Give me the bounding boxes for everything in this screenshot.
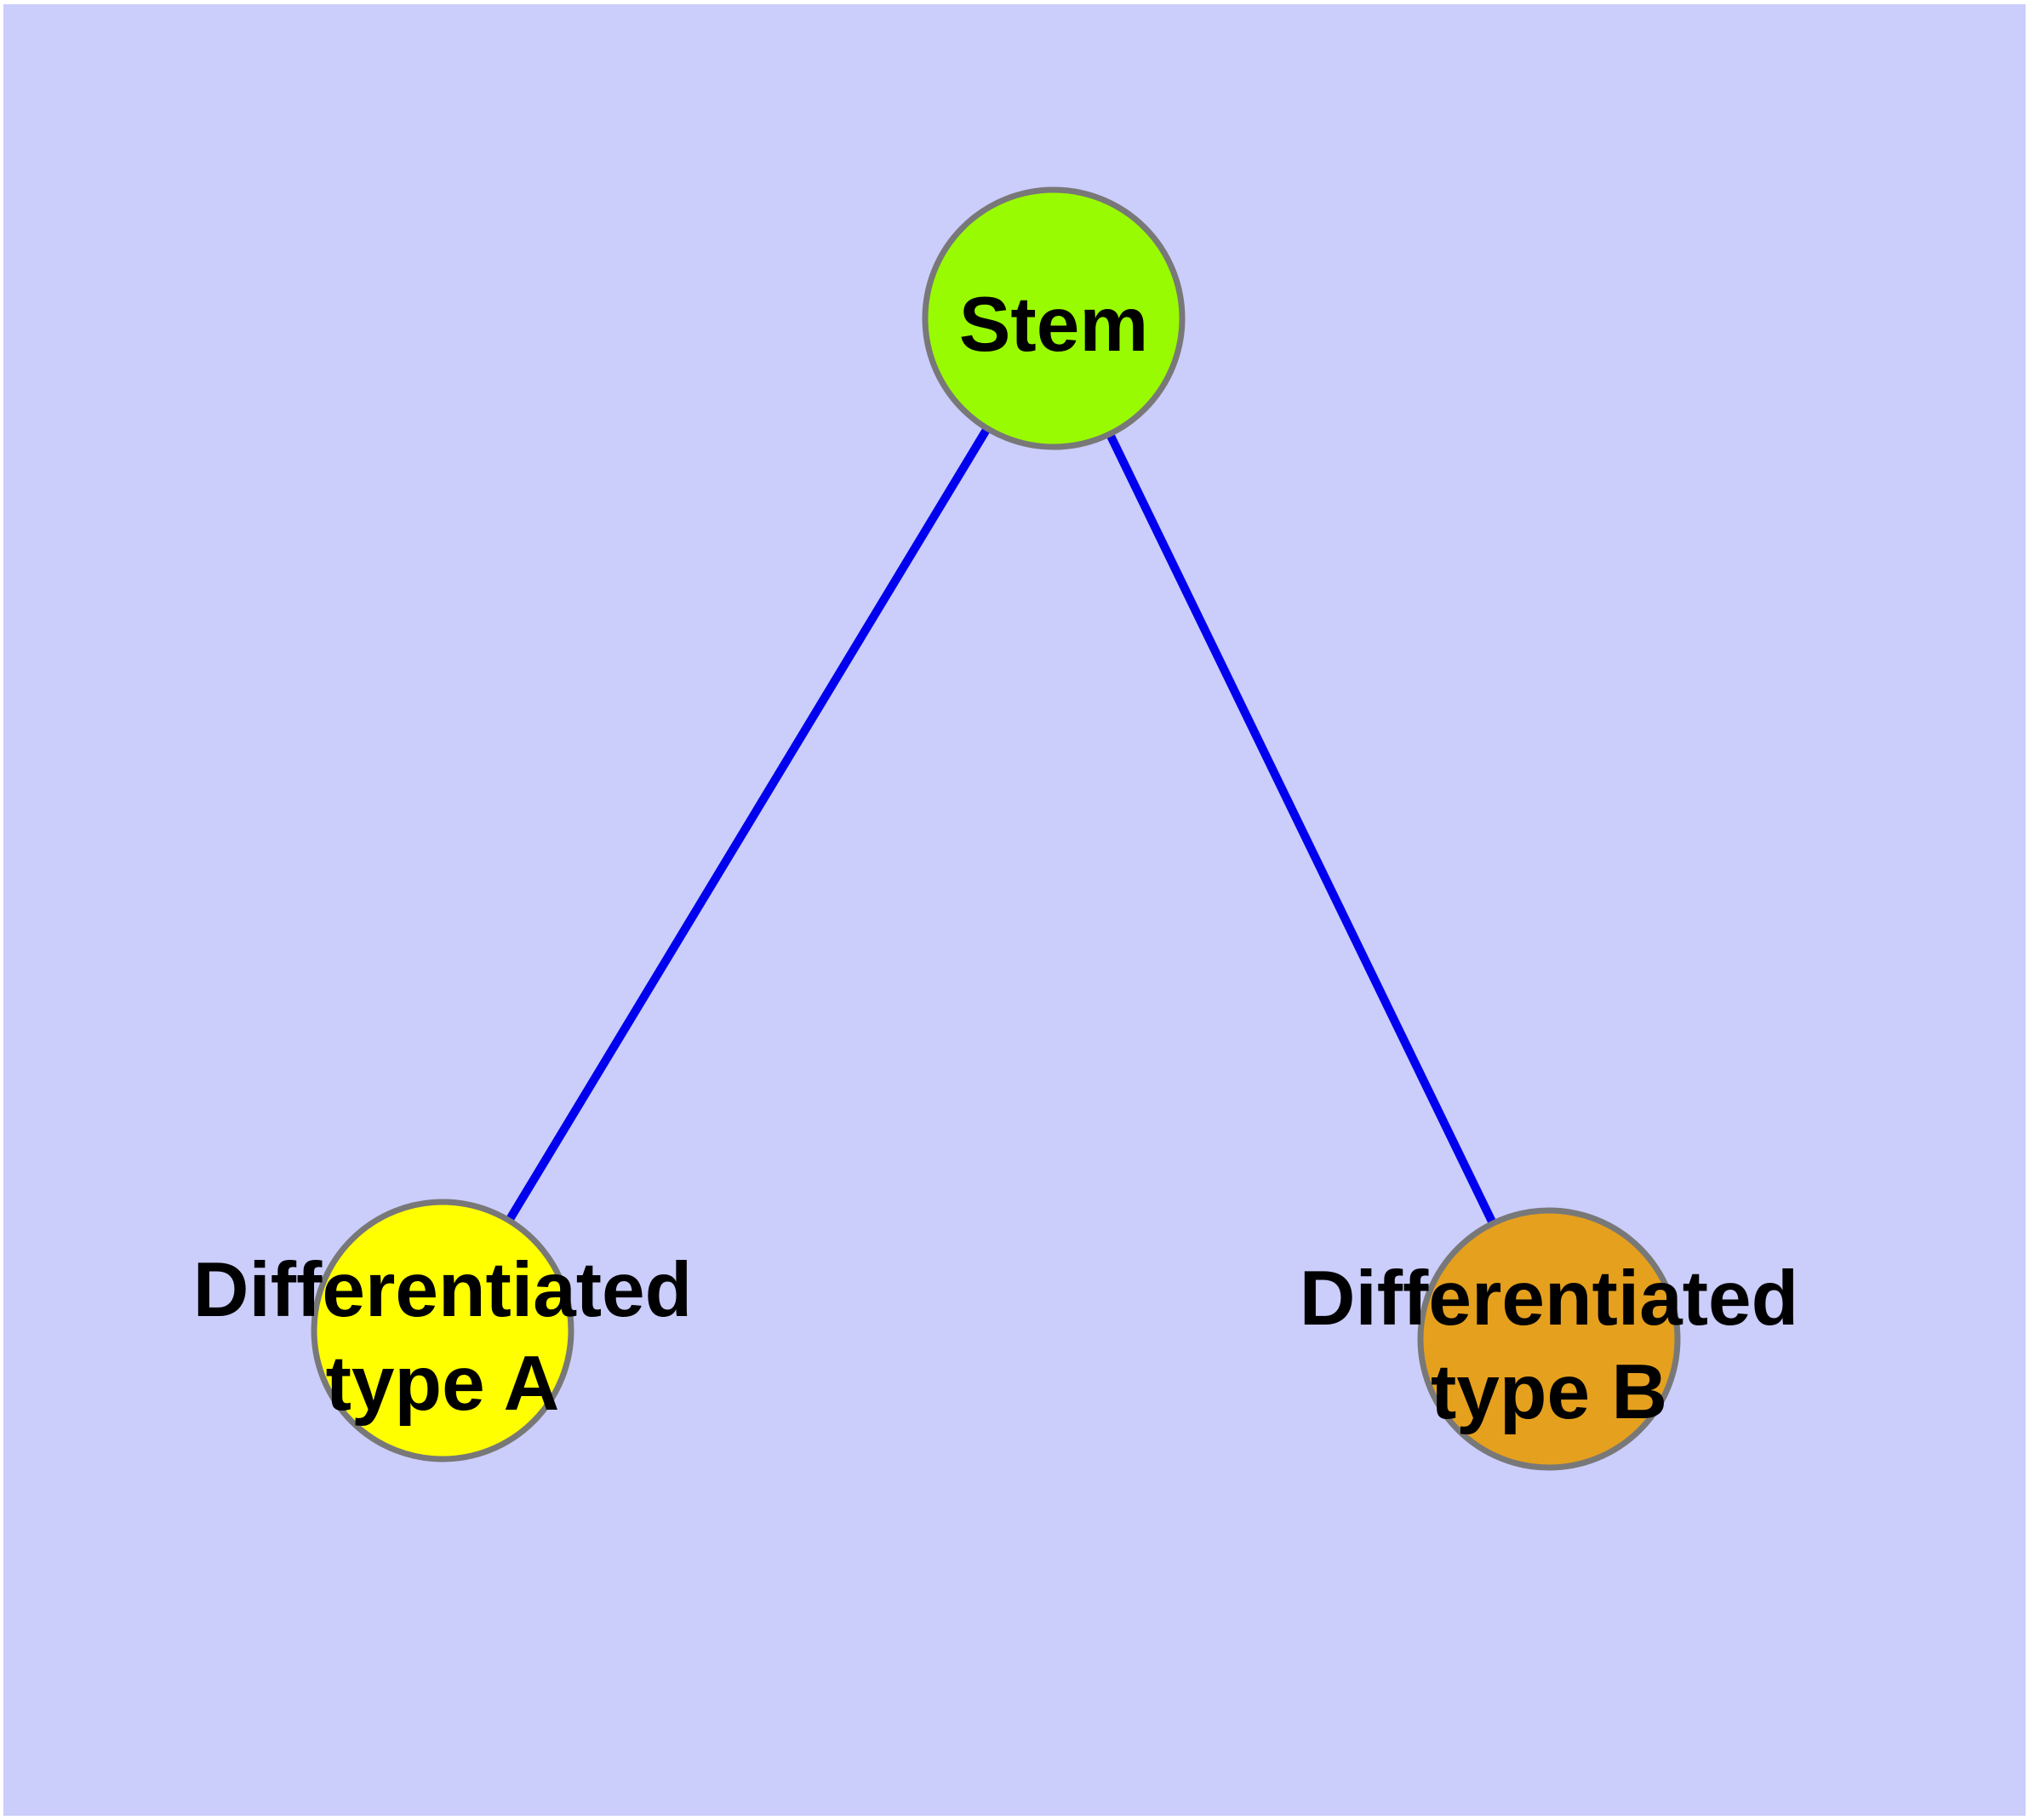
edge-stem-differentiated-type-a xyxy=(438,316,1058,1333)
node-label-line-1: type A xyxy=(326,1341,560,1427)
node-label-line-0: Differentiated xyxy=(1300,1256,1799,1342)
node-stem: Stem xyxy=(922,186,1186,450)
node-label: Stem xyxy=(959,282,1149,368)
node-label-line-0: Stem xyxy=(959,282,1149,368)
node-circle xyxy=(1417,1207,1681,1471)
node-label-line-1: type B xyxy=(1431,1349,1667,1435)
node-circle xyxy=(922,186,1186,450)
node-label-line-0: Differentiated xyxy=(193,1247,693,1333)
edges-layer xyxy=(438,316,1553,1342)
edge-stem-differentiated-type-b xyxy=(1049,316,1553,1342)
node-circle xyxy=(311,1199,574,1462)
